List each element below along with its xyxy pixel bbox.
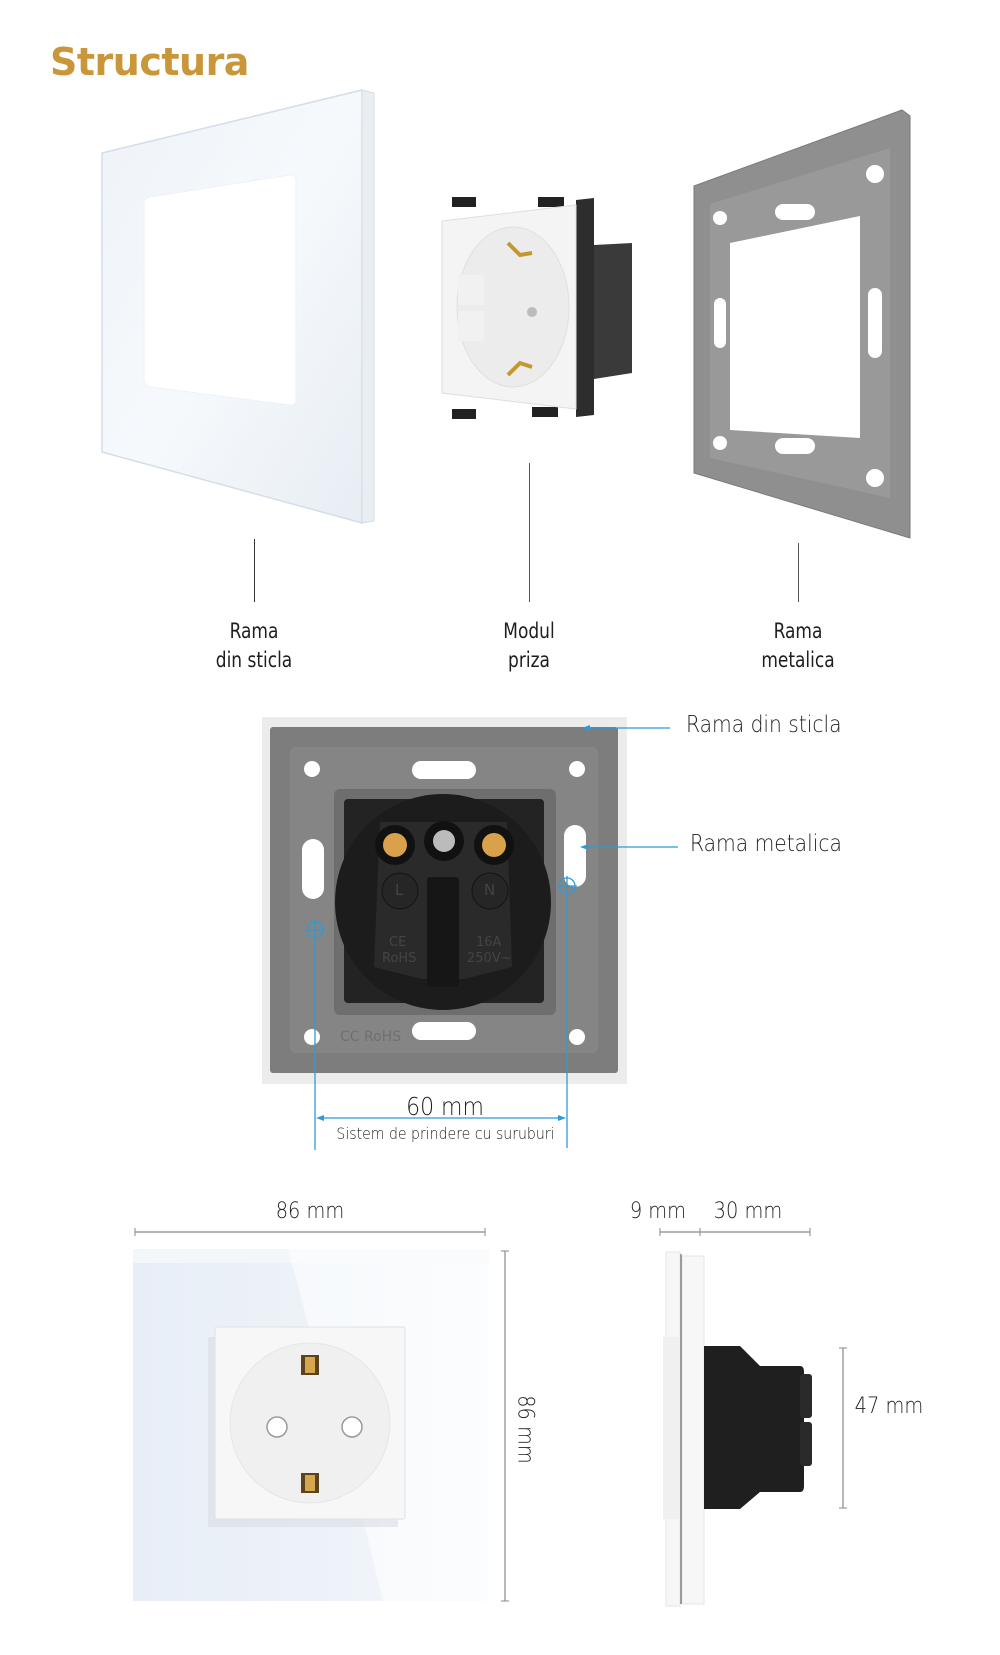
metal-frame-callout-arrow xyxy=(580,844,678,850)
module-height-label: 47 mm xyxy=(854,1394,924,1419)
socket-module-leader-line xyxy=(529,463,530,602)
glass-frame-label-line2: din sticla xyxy=(215,648,293,672)
module-height-dimension-line xyxy=(839,1347,847,1509)
metal-frame-label-line1: Rama xyxy=(773,619,823,643)
rohs-marking: RoHS xyxy=(382,951,417,966)
socket-module-label-line1: Modul xyxy=(503,619,555,643)
rating-current-marking: 16A xyxy=(476,935,502,950)
metal-frame-image xyxy=(693,109,911,539)
live-terminal-marking: L xyxy=(395,881,404,899)
glass-frame-callout-label: Rama din sticla xyxy=(686,712,842,738)
glass-depth-label: 9 mm xyxy=(629,1199,687,1224)
depth-dimension-line xyxy=(659,1228,811,1236)
neutral-terminal-marking: N xyxy=(484,881,496,899)
metal-frame-label: Rama metalica xyxy=(744,617,852,675)
ce-marking: CE xyxy=(389,935,407,950)
mounting-caption: Sistem de prindere cu suruburi xyxy=(336,1124,555,1143)
rating-voltage-marking: 250V~ xyxy=(467,951,512,966)
glass-frame-image xyxy=(101,89,375,524)
socket-module-image xyxy=(441,197,632,419)
frame-marking: CC RoHS xyxy=(340,1029,402,1045)
socket-module-label: Modul priza xyxy=(475,617,583,675)
front-width-dimension-line xyxy=(134,1228,486,1236)
front-panel-image xyxy=(133,1249,489,1601)
mounting-dimension xyxy=(305,876,577,1150)
metal-frame-label-line2: metalica xyxy=(761,648,835,672)
side-view-image xyxy=(663,1251,812,1607)
mounting-distance-value: 60 mm xyxy=(406,1092,484,1121)
glass-frame-leader-line xyxy=(254,539,255,602)
front-width-label: 86 mm xyxy=(275,1199,345,1224)
glass-frame-callout-arrow xyxy=(582,725,670,731)
glass-frame-label-line1: Rama xyxy=(229,619,279,643)
front-height-dimension-line xyxy=(501,1250,509,1602)
metal-frame-callout-label: Rama metalica xyxy=(690,831,842,857)
front-height-label: 86 mm xyxy=(512,1395,538,1464)
socket-module-label-line2: priza xyxy=(508,648,550,672)
back-view-image xyxy=(262,717,627,1084)
metal-frame-leader-line xyxy=(798,543,799,602)
glass-frame-label: Rama din sticla xyxy=(200,617,308,675)
module-depth-label: 30 mm xyxy=(713,1199,783,1224)
page-title: Structura xyxy=(50,40,249,84)
